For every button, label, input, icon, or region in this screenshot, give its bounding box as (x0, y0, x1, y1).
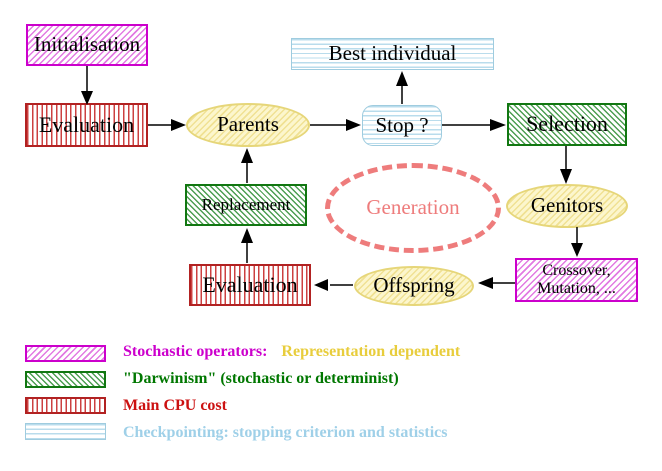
legend-label-stochastic-operators: Stochastic operators: Representation depe… (123, 343, 460, 361)
legend-text-representation-dependent: Representation dependent (281, 343, 461, 360)
legend-text-darwinism: "Darwinism" (stochastic or determinist) (123, 370, 399, 387)
node-genitors: Genitors (506, 184, 628, 228)
legend-text-stochastic-operators: Stochastic operators: (123, 343, 268, 360)
arrow-genitors-to-crossover (571, 227, 583, 257)
node-offspring-label: Offspring (373, 273, 455, 298)
arrow-stop-to-best-individual (396, 71, 408, 104)
node-selection-label: Selection (526, 111, 608, 137)
node-generation: Generation (325, 163, 501, 253)
legend-label-darwinism: "Darwinism" (stochastic or determinist) (123, 370, 399, 388)
arrow-crossover-to-offspring (478, 277, 515, 289)
arrow-initialisation-to-evaluation (81, 66, 93, 105)
legend-text-checkpointing: Checkpointing: stopping criterion and st… (123, 424, 448, 441)
node-evaluation-bottom-label: Evaluation (202, 271, 298, 297)
node-evaluation-top: Evaluation (25, 103, 148, 147)
arrow-selection-to-genitors (560, 146, 572, 184)
node-best-individual: Best individual (291, 38, 494, 70)
node-parents: Parents (186, 103, 310, 147)
node-stop: Stop ? (362, 105, 442, 146)
node-evaluation-top-label: Evaluation (38, 111, 135, 137)
node-initialisation-label: Initialisation (33, 32, 141, 57)
legend-swatch-stochastic-operators (25, 345, 106, 362)
node-crossover-line2: Mutation, ... (537, 280, 616, 297)
node-evaluation-bottom: Evaluation (189, 264, 311, 306)
legend-label-checkpointing: Checkpointing: stopping criterion and st… (123, 424, 447, 442)
arrow-evaluation-to-parents (148, 119, 186, 131)
node-crossover-line1: Crossover, (542, 262, 611, 280)
node-offspring: Offspring (354, 266, 474, 306)
node-parents-label: Parents (217, 112, 279, 137)
legend-swatch-darwinism (25, 371, 106, 388)
arrow-parents-to-stop (310, 119, 361, 131)
node-replacement: Replacement (185, 184, 307, 226)
node-best-individual-label: Best individual (328, 41, 457, 66)
node-replacement-label: Replacement (201, 194, 291, 214)
node-crossover-mutation: Crossover, Mutation, ... (515, 258, 638, 302)
node-selection: Selection (507, 103, 627, 146)
node-stop-label: Stop ? (375, 112, 429, 137)
legend-label-main-cpu-cost: Main CPU cost (123, 397, 227, 415)
legend-swatch-checkpointing (25, 423, 106, 440)
legend-text-main-cpu-cost: Main CPU cost (123, 397, 227, 414)
arrow-replacement-to-parents (241, 148, 253, 183)
arrow-stop-to-selection (442, 119, 506, 131)
node-genitors-label: Genitors (530, 193, 604, 218)
legend-swatch-main-cpu-cost (25, 397, 106, 414)
arrow-offspring-to-evaluation (314, 279, 353, 291)
arrow-evaluation-to-replacement (241, 228, 253, 263)
node-generation-label: Generation (366, 195, 460, 220)
node-initialisation: Initialisation (26, 24, 148, 66)
